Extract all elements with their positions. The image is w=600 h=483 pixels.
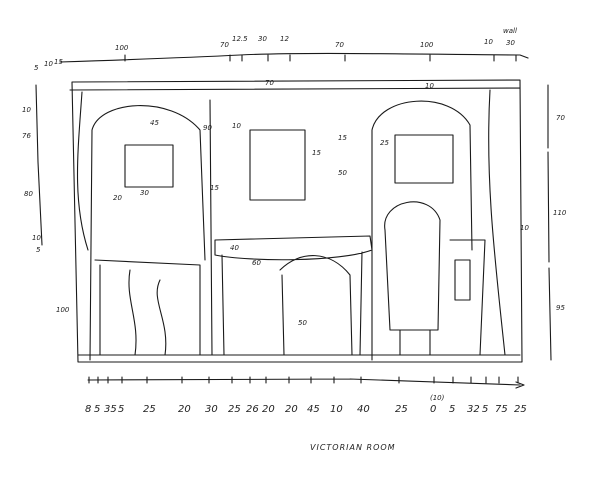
bottom-dimension-line — [87, 378, 525, 389]
bottom-dimension-label: 10 — [330, 404, 343, 415]
bottom-dimension-label: 0 — [430, 404, 436, 415]
top-dimension-label: 30 — [506, 39, 515, 47]
left-arch — [76, 91, 213, 361]
left-dimension-label: 5 — [34, 64, 39, 72]
top-note: wall — [503, 27, 517, 35]
left-dimension-label: 76 — [22, 132, 31, 140]
interior-dimension-label: 10 — [232, 122, 241, 130]
top-dimension-label: 100 — [115, 44, 129, 52]
left-dimension-line — [35, 84, 43, 246]
interior-dimension-label: 50 — [338, 169, 347, 177]
interior-dimension-label: 25 — [380, 139, 389, 147]
left-dimension-label: 80 — [24, 190, 33, 198]
bottom-dimension-label: 5 — [118, 404, 124, 415]
picture-frame-left — [124, 144, 174, 188]
interior-dimension-label: 20 — [113, 194, 122, 202]
picture-frame-right — [394, 134, 454, 184]
interior-dimension-label: 10 — [520, 224, 529, 232]
bottom-dimension-label: 32 — [467, 404, 480, 415]
room-frame — [69, 79, 523, 363]
top-dimension-label: 12.5 — [232, 35, 248, 43]
bottom-dimension-label: 8 — [85, 404, 91, 415]
right-dimension-line — [547, 84, 552, 361]
interior-dimension-label: 15 — [210, 184, 219, 192]
left-dimension-label: 15 — [54, 58, 63, 66]
bottom-dimension-label: 30 — [205, 404, 218, 415]
left-dimension-label: 10 — [22, 106, 31, 114]
bottom-dimension-label: 25 — [143, 404, 156, 415]
top-dimension-label: 30 — [258, 35, 267, 43]
bottom-dimension-label: 26 — [246, 404, 259, 415]
interior-dimension-label: 30 — [140, 189, 149, 197]
shelf-right — [449, 239, 486, 356]
top-dimension-label: 70 — [220, 41, 229, 49]
top-dimension-label: 12 — [280, 35, 289, 43]
interior-dimension-label: 10 — [425, 82, 434, 90]
bottom-dimension-label: 25 — [514, 404, 527, 415]
bottom-dimension-label: 45 — [307, 404, 320, 415]
table — [214, 235, 373, 356]
interior-dimension-label: 90 — [203, 124, 212, 132]
interior-dimension-label: 45 — [150, 119, 159, 127]
bottom-dimension-label: 5 — [94, 404, 100, 415]
interior-dimension-label: 15 — [312, 149, 321, 157]
chair-right — [384, 201, 441, 356]
right-arch — [371, 89, 506, 361]
top-dimension-label: 100 — [420, 41, 434, 49]
bottom-dimension-label: 25 — [395, 404, 408, 415]
interior-dimension-label: 15 — [338, 134, 347, 142]
bottom-dimension-label: 5 — [482, 404, 488, 415]
bottom-dimension-label: 20 — [262, 404, 275, 415]
dimension-ticks — [88, 54, 519, 384]
right-dimension-label: 95 — [556, 304, 565, 312]
furniture-left — [94, 259, 201, 356]
bottom-note: (10) — [430, 394, 445, 402]
bottom-dimension-label: 35 — [104, 404, 117, 415]
bottom-dimension-label: 5 — [449, 404, 455, 415]
interior-dimension-label: 60 — [252, 259, 261, 267]
right-dimension-label: 70 — [556, 114, 565, 122]
top-dimension-label: 70 — [335, 41, 344, 49]
bottom-dimension-label: 40 — [357, 404, 370, 415]
interior-dimension-label: 70 — [265, 79, 274, 87]
left-dimension-label: 5 — [36, 246, 41, 254]
left-dimension-label: 10 — [32, 234, 41, 242]
bottom-dimension-label: 20 — [178, 404, 191, 415]
left-dimension-label: 100 — [56, 306, 70, 314]
picture-frame-center — [249, 129, 306, 201]
bottom-dimension-label: 75 — [495, 404, 508, 415]
bottom-dimension-label: 25 — [228, 404, 241, 415]
right-dimension-label: 110 — [553, 209, 567, 217]
left-dimension-label: 10 — [44, 60, 53, 68]
drawing-title: VICTORIAN ROOM — [310, 443, 396, 452]
interior-dimension-label: 40 — [230, 244, 239, 252]
top-dimension-label: 10 — [484, 38, 493, 46]
interior-dimension-label: 50 — [298, 319, 307, 327]
top-dimension-line — [59, 52, 529, 63]
bottom-dimension-label: 20 — [285, 404, 298, 415]
